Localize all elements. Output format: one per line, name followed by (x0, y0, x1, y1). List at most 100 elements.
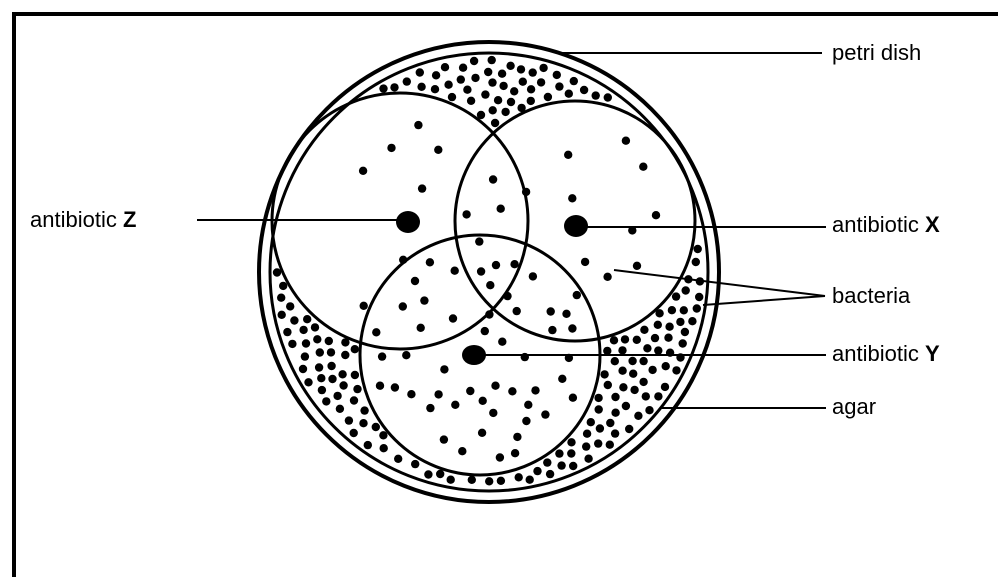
bacteria-dot (679, 339, 687, 347)
bacteria-dot (327, 348, 335, 356)
bacteria-dot (508, 387, 516, 395)
bacteria-dot (568, 194, 576, 202)
agar-label: agar (832, 394, 876, 420)
bacteria-dot (611, 357, 619, 365)
bacteria-dot (458, 447, 466, 455)
bacteria-dot (618, 367, 626, 375)
bacteria-dot (665, 323, 673, 331)
bacteria-dot (515, 473, 523, 481)
bacteria-dot (434, 146, 442, 154)
bacteria-dot (325, 337, 333, 345)
bacteria-dot (353, 385, 361, 393)
bacteria-dot (543, 458, 551, 466)
bacteria-dot (661, 383, 669, 391)
bacteria-dot (619, 383, 627, 391)
bacteria-dot (610, 336, 618, 344)
bacteria-dot (527, 97, 535, 105)
bacteria-dot (311, 323, 319, 331)
bacteria-dot (303, 315, 311, 323)
bacteria-dot (498, 338, 506, 346)
bacteria-dot (286, 302, 294, 310)
bacteria-dot (662, 362, 670, 370)
bacteria-dot (595, 405, 603, 413)
bacteria-dot (580, 86, 588, 94)
bacteria-dot (462, 210, 470, 218)
bacteria-dot (459, 63, 467, 71)
bacteria-dot (426, 258, 434, 266)
bacteria-dot (633, 262, 641, 270)
bacteria-dot (645, 406, 653, 414)
bacteria-dot (380, 444, 388, 452)
bacteria-dot (652, 211, 660, 219)
bacteria-dot (510, 87, 518, 95)
antibiotic-z-label: antibiotic Z (30, 207, 136, 233)
bacteria-leader-line-2 (703, 296, 825, 305)
bacteria-dot (569, 462, 577, 470)
bacteria-dot (299, 365, 307, 373)
bacteria-dot (692, 258, 700, 266)
bacteria-dot (529, 68, 537, 76)
bacteria-dot (555, 82, 563, 90)
bacteria-dot (567, 438, 575, 446)
bacteria-dot (316, 348, 324, 356)
bacteria-dot (539, 64, 547, 72)
bacteria-dot (570, 77, 578, 85)
bacteria-dot (628, 357, 636, 365)
bacteria-dot (424, 470, 432, 478)
bacteria-dot (359, 419, 367, 427)
bacteria-dot (432, 71, 440, 79)
bacteria-dot (417, 324, 425, 332)
bacteria-dot (629, 370, 637, 378)
bacteria-dot (639, 163, 647, 171)
bacteria-dot (630, 386, 638, 394)
bacteria-dot (491, 382, 499, 390)
bacteria-dot (581, 258, 589, 266)
bacteria-dot (379, 84, 387, 92)
bacteria-dot (517, 65, 525, 73)
bacteria-dot (681, 328, 689, 336)
bacteria-dot (290, 316, 298, 324)
bacteria-dot (414, 121, 422, 129)
bacteria-dot (372, 328, 380, 336)
bacteria-dot (322, 397, 330, 405)
bacteria-dot (522, 417, 530, 425)
bacteria-dot (440, 365, 448, 373)
bacteria-dot (416, 68, 424, 76)
bacteria-dot (513, 307, 521, 315)
bacteria-dot (318, 386, 326, 394)
bacteria-dot (477, 267, 485, 275)
bacteria-dot (642, 392, 650, 400)
bacteria-dot (457, 75, 465, 83)
bacteria-dot (524, 401, 532, 409)
bacteria-dot (351, 371, 359, 379)
bacteria-dot (496, 453, 504, 461)
bacteria-dot (600, 370, 608, 378)
bacteria-dot (654, 346, 662, 354)
bacteria-dot (327, 362, 335, 370)
bacteria-dot (440, 435, 448, 443)
bacteria-dot (654, 392, 662, 400)
bacteria-dot (621, 335, 629, 343)
bacteria-dot (676, 318, 684, 326)
bacteria-dot (497, 477, 505, 485)
bacteria-dot (648, 366, 656, 374)
bacteria-dot (328, 375, 336, 383)
bacteria-dot (436, 470, 444, 478)
bacteria-dot (639, 357, 647, 365)
bacteria-dot (695, 293, 703, 301)
bacteria-dot (345, 416, 353, 424)
bacteria-dot (592, 91, 600, 99)
bacteria-dot (558, 375, 566, 383)
bacteria-dot (594, 439, 602, 447)
bacteria-dot (448, 93, 456, 101)
bacteria-dot (606, 441, 614, 449)
bacteria-dot (499, 82, 507, 90)
bacteria-dot (611, 393, 619, 401)
bacteria-dot (562, 310, 570, 318)
bacteria-dot (606, 419, 614, 427)
bacteria-dot (317, 374, 325, 382)
bacteria-dot (537, 78, 545, 86)
bacteria-dot (622, 137, 630, 145)
bacteria-dot (489, 409, 497, 417)
bacteria-dot (333, 392, 341, 400)
